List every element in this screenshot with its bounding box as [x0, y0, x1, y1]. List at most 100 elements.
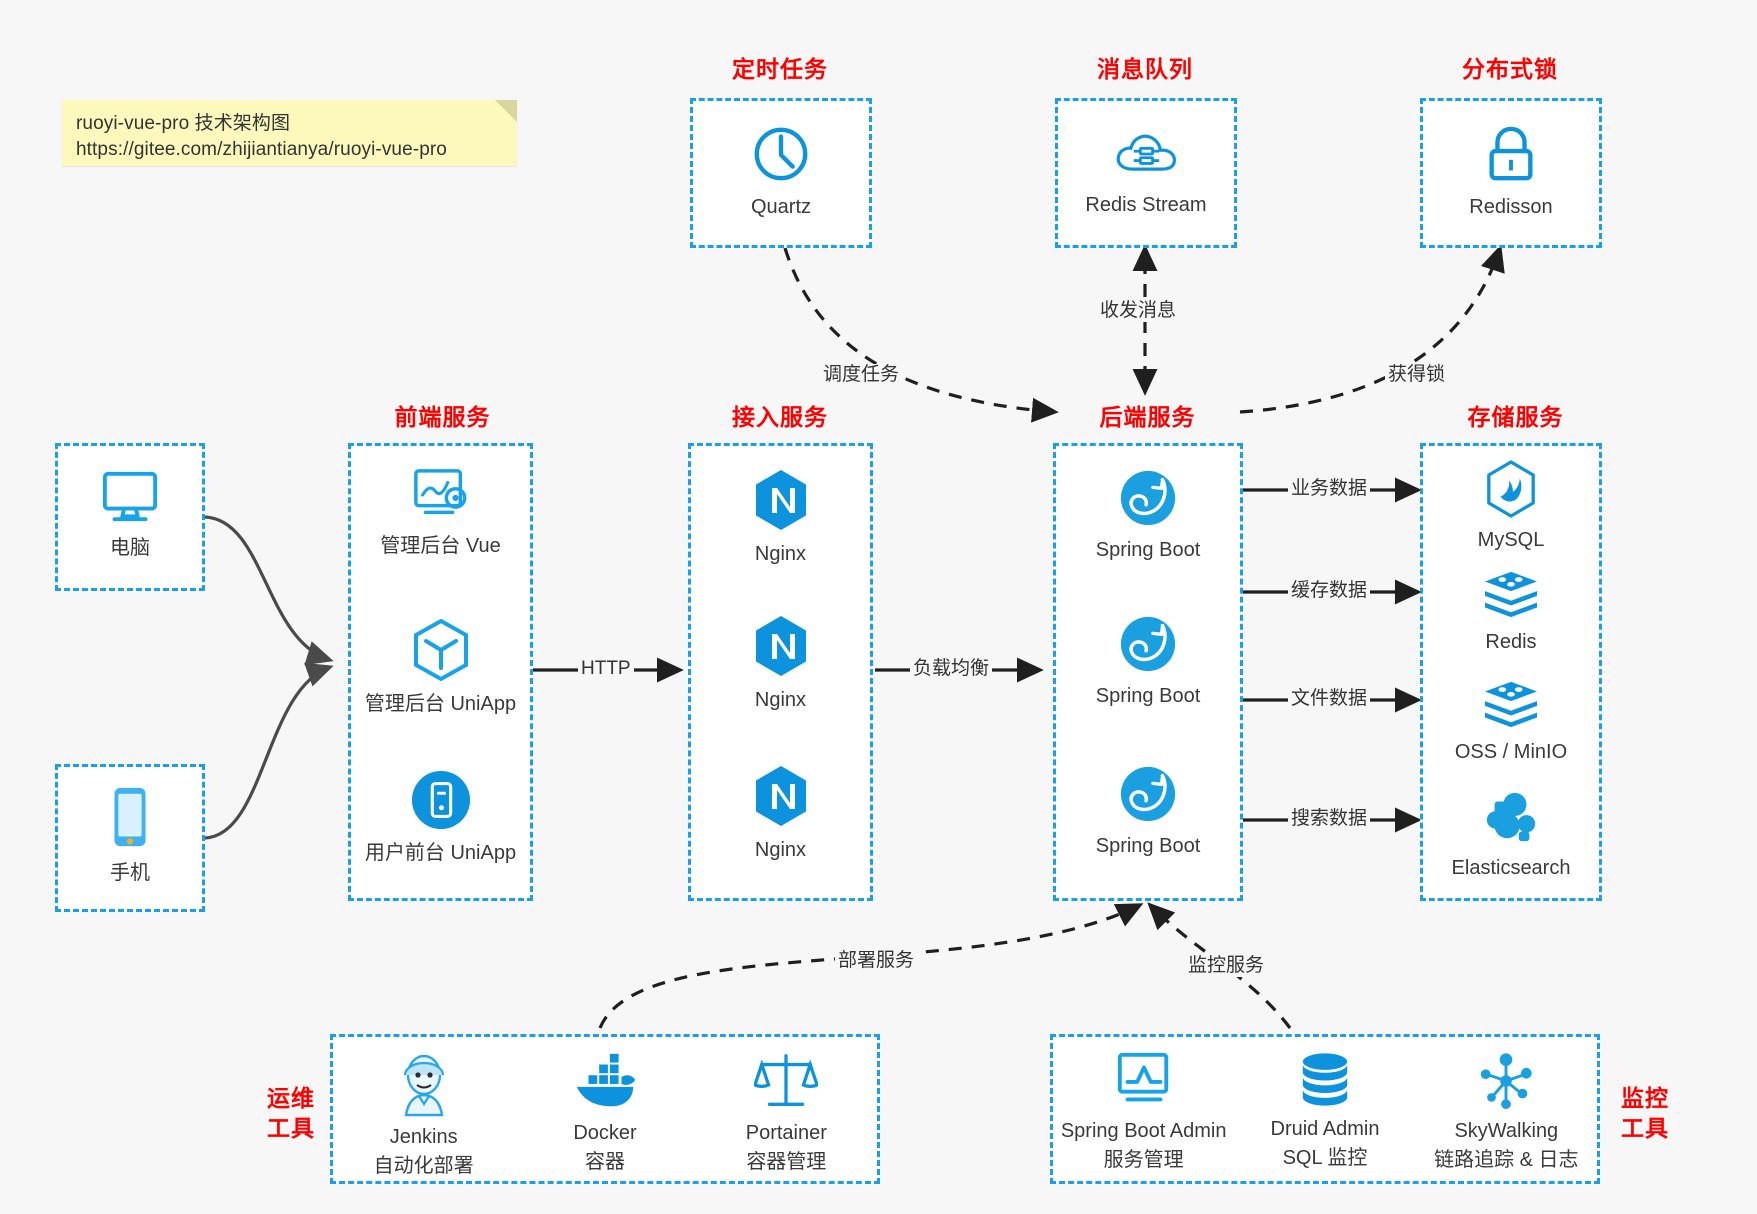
node-label: Druid Admin	[1270, 1118, 1380, 1140]
edge-mobile-to-frontend	[204, 662, 334, 840]
group-lock: Redisson	[1420, 98, 1602, 248]
group-pc: 电脑	[55, 443, 205, 591]
portainer-icon	[753, 1051, 820, 1113]
group-title-mq: 消息队列	[1097, 56, 1193, 82]
skywalking-icon	[1475, 1051, 1537, 1111]
group-storage: MySQL Redis OSS	[1420, 443, 1602, 901]
node-spring-boot-admin[interactable]: Spring Boot Admin 服务管理	[1053, 1051, 1234, 1174]
node-sublabel: 容器管理	[746, 1151, 827, 1173]
desktop-icon	[99, 468, 161, 526]
node-sublabel: 自动化部署	[373, 1155, 474, 1177]
group-title-ops: 运维 工具	[258, 1083, 324, 1143]
group-title-gateway: 接入服务	[732, 404, 828, 430]
node-pc[interactable]: 电脑	[58, 468, 202, 561]
node-user-uniapp[interactable]: 用户前台 UniApp	[351, 769, 530, 866]
node-nginx-2[interactable]: Nginx	[691, 614, 870, 713]
nginx-icon	[752, 764, 810, 828]
node-redisson[interactable]: Redisson	[1423, 123, 1599, 220]
group-mq: Redis Stream	[1055, 98, 1237, 248]
node-docker[interactable]: Docker 容器	[514, 1051, 695, 1176]
node-sublabel: 服务管理	[1103, 1149, 1184, 1171]
node-label: SkyWalking	[1454, 1120, 1559, 1142]
node-skywalking[interactable]: SkyWalking 链路追踪 & 日志	[1416, 1051, 1597, 1174]
group-monitor: Spring Boot Admin 服务管理 Druid Admin S	[1050, 1034, 1600, 1184]
edge-label-business-data: 业务数据	[1288, 478, 1371, 500]
edge-label-send-recv-message: 收发消息	[1097, 300, 1180, 322]
node-spring-boot-2[interactable]: Spring Boot	[1056, 614, 1240, 709]
node-sublabel: 容器	[584, 1151, 625, 1173]
node-label: OSS / MinIO	[1454, 741, 1568, 763]
node-elasticsearch[interactable]: Elasticsearch	[1423, 788, 1599, 881]
nginx-icon	[752, 468, 810, 532]
note-fold-corner	[495, 100, 517, 122]
node-label: Nginx	[754, 689, 807, 711]
node-label: Docker	[573, 1122, 637, 1144]
note-title: ruoyi-vue-pro 技术架构图	[76, 113, 291, 134]
node-label: MySQL	[1477, 529, 1545, 551]
edge-label-cache-data: 缓存数据	[1288, 580, 1371, 602]
node-nginx-1[interactable]: Nginx	[691, 468, 870, 567]
node-quartz[interactable]: Quartz	[693, 123, 869, 220]
monitor-node-row: Spring Boot Admin 服务管理 Druid Admin S	[1053, 1051, 1597, 1174]
group-title-ops-line2: 工具	[267, 1115, 315, 1141]
edge-schedule-task	[783, 247, 1059, 423]
node-portainer[interactable]: Portainer 容器管理	[696, 1051, 877, 1176]
ops-node-row: Jenkins 自动化部署 Docker	[333, 1051, 877, 1180]
mobile-circle-icon	[410, 769, 472, 831]
node-mysql[interactable]: MySQL	[1423, 460, 1599, 553]
mysql-icon	[1484, 460, 1538, 518]
node-label: Redisson	[1469, 196, 1553, 218]
node-admin-uniapp[interactable]: 管理后台 UniApp	[351, 618, 530, 717]
group-title-scheduler: 定时任务	[732, 56, 828, 82]
node-label: Redis	[1485, 631, 1537, 653]
node-jenkins[interactable]: Jenkins 自动化部署	[333, 1051, 514, 1180]
node-mobile[interactable]: 手机	[58, 785, 202, 886]
node-label: Spring Boot	[1095, 685, 1201, 707]
node-label: Nginx	[754, 839, 807, 861]
node-oss-minio[interactable]: OSS / MinIO	[1423, 678, 1599, 765]
group-ops: Jenkins 自动化部署 Docker	[330, 1034, 880, 1184]
node-label: Spring Boot	[1095, 835, 1201, 857]
group-title-backend: 后端服务	[1099, 404, 1196, 430]
edge-label-load-balance: 负载均衡	[910, 658, 993, 680]
database-icon	[1296, 1051, 1354, 1109]
nginx-icon	[752, 614, 810, 678]
node-label: Jenkins	[389, 1126, 458, 1148]
group-backend: Spring Boot Spring Boot Spring Boot	[1053, 443, 1243, 901]
edge-label-search-data: 搜索数据	[1288, 808, 1371, 830]
node-spring-boot-3[interactable]: Spring Boot	[1056, 764, 1240, 859]
jenkins-icon	[393, 1051, 455, 1117]
cube-icon	[411, 618, 471, 682]
node-redis-stream[interactable]: Redis Stream	[1058, 125, 1234, 218]
group-frontend: 管理后台 Vue 管理后台 UniApp 用户前台 UniApp	[348, 443, 533, 901]
node-label: Nginx	[754, 543, 807, 565]
redis-icon	[1481, 568, 1541, 620]
docker-icon	[571, 1051, 639, 1113]
phone-icon	[107, 785, 153, 851]
edge-acquire-lock	[1239, 244, 1505, 414]
group-title-ops-line1: 运维	[267, 1085, 315, 1111]
node-label: Redis Stream	[1085, 194, 1207, 216]
node-label: Spring Boot	[1095, 539, 1201, 561]
node-nginx-3[interactable]: Nginx	[691, 764, 870, 863]
node-label: Elasticsearch	[1451, 857, 1571, 879]
node-spring-boot-1[interactable]: Spring Boot	[1056, 468, 1240, 563]
lock-icon	[1482, 123, 1540, 185]
oss-icon	[1481, 678, 1541, 730]
node-label: Spring Boot Admin	[1060, 1120, 1227, 1142]
node-sublabel: SQL 监控	[1282, 1147, 1368, 1169]
spring-icon	[1118, 614, 1178, 674]
node-label: Portainer	[745, 1122, 827, 1144]
node-label: 用户前台 UniApp	[364, 842, 517, 864]
group-gateway: Nginx Nginx Nginx	[688, 443, 873, 901]
edge-label-deploy-service: 部署服务	[835, 950, 918, 972]
node-redis[interactable]: Redis	[1423, 568, 1599, 655]
edge-label-file-data: 文件数据	[1288, 688, 1371, 710]
node-label: 管理后台 Vue	[380, 535, 501, 557]
node-admin-vue[interactable]: 管理后台 Vue	[351, 466, 530, 559]
node-label: 手机	[110, 862, 150, 884]
node-druid-admin[interactable]: Druid Admin SQL 监控	[1234, 1051, 1415, 1172]
monitor-chart-icon	[1113, 1051, 1175, 1111]
clock-icon	[750, 123, 812, 185]
